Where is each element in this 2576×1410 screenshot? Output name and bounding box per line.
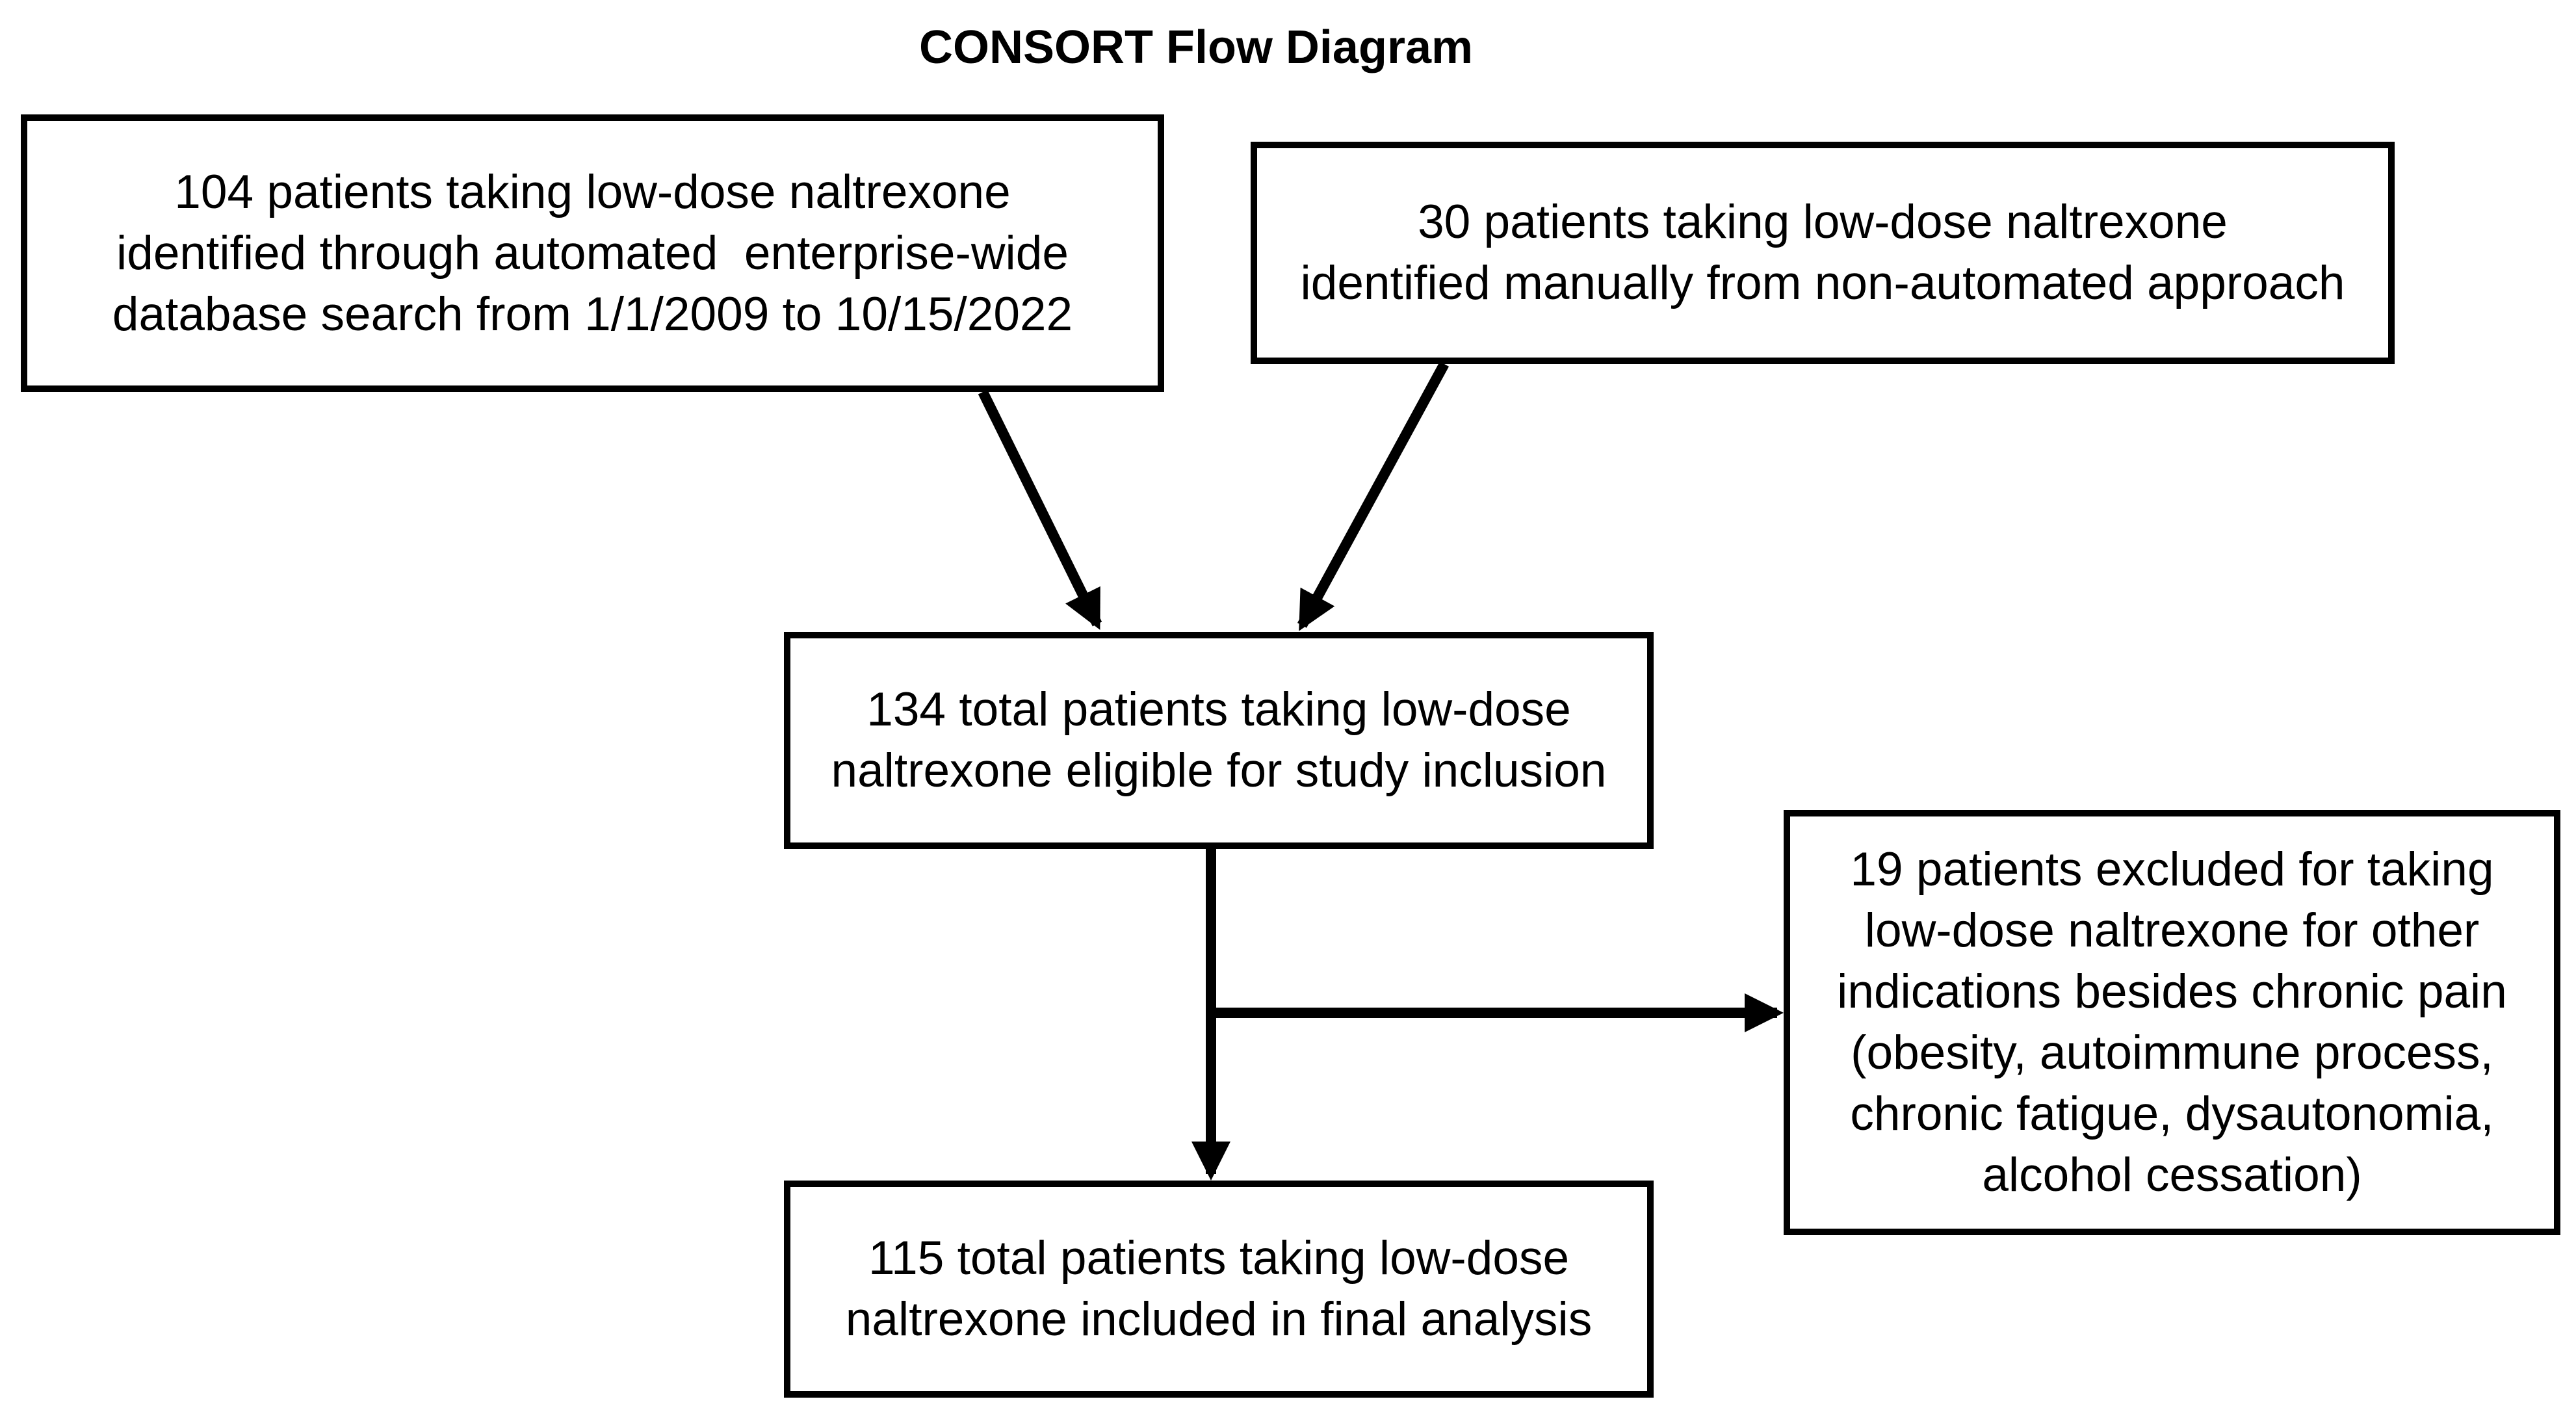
box-text-line: alcohol cessation) — [1982, 1149, 2362, 1201]
box-identified-manual: 30 patients taking low-dose naltrexone i… — [1251, 142, 2395, 364]
box-text-line: 30 patients taking low-dose naltrexone — [1418, 196, 2228, 248]
box-text-line: indications besides chronic pain — [1837, 965, 2507, 1018]
box-text-line: database search from 1/1/2009 to 10/15/2… — [112, 287, 1073, 341]
box-text-line: (obesity, autoimmune process, — [1851, 1026, 2493, 1079]
box-text-line: low-dose naltrexone for other — [1864, 904, 2480, 957]
box-included: 115 total patients taking low-dose naltr… — [784, 1181, 1654, 1398]
diagram-title: CONSORT Flow Diagram — [918, 21, 1474, 73]
arrow-manual-to-eligible — [1297, 361, 1450, 631]
box-text-line: 115 total patients taking low-dose — [868, 1232, 1570, 1285]
box-text-line: 104 patients taking low-dose naltrexone — [174, 165, 1011, 218]
box-excluded: 19 patients excluded for taking low-dose… — [1784, 810, 2560, 1235]
box-text-line: naltrexone included in final analysis — [845, 1293, 1593, 1346]
arrow-automated-to-eligible — [978, 389, 1102, 630]
box-text-line: 19 patients excluded for taking — [1850, 843, 2494, 896]
box-text-line: chronic fatigue, dysautonomia, — [1850, 1088, 2494, 1140]
box-text-line: naltrexone eligible for study inclusion — [831, 744, 1607, 797]
box-text-line: 134 total patients taking low-dose — [866, 683, 1571, 736]
box-identified-automated: 104 patients taking low-dose naltrexone … — [21, 114, 1164, 392]
box-eligible: 134 total patients taking low-dose naltr… — [784, 632, 1654, 849]
box-text-line: identified through automated enterprise-… — [116, 226, 1069, 280]
box-text-line: identified manually from non-automated a… — [1300, 257, 2345, 309]
